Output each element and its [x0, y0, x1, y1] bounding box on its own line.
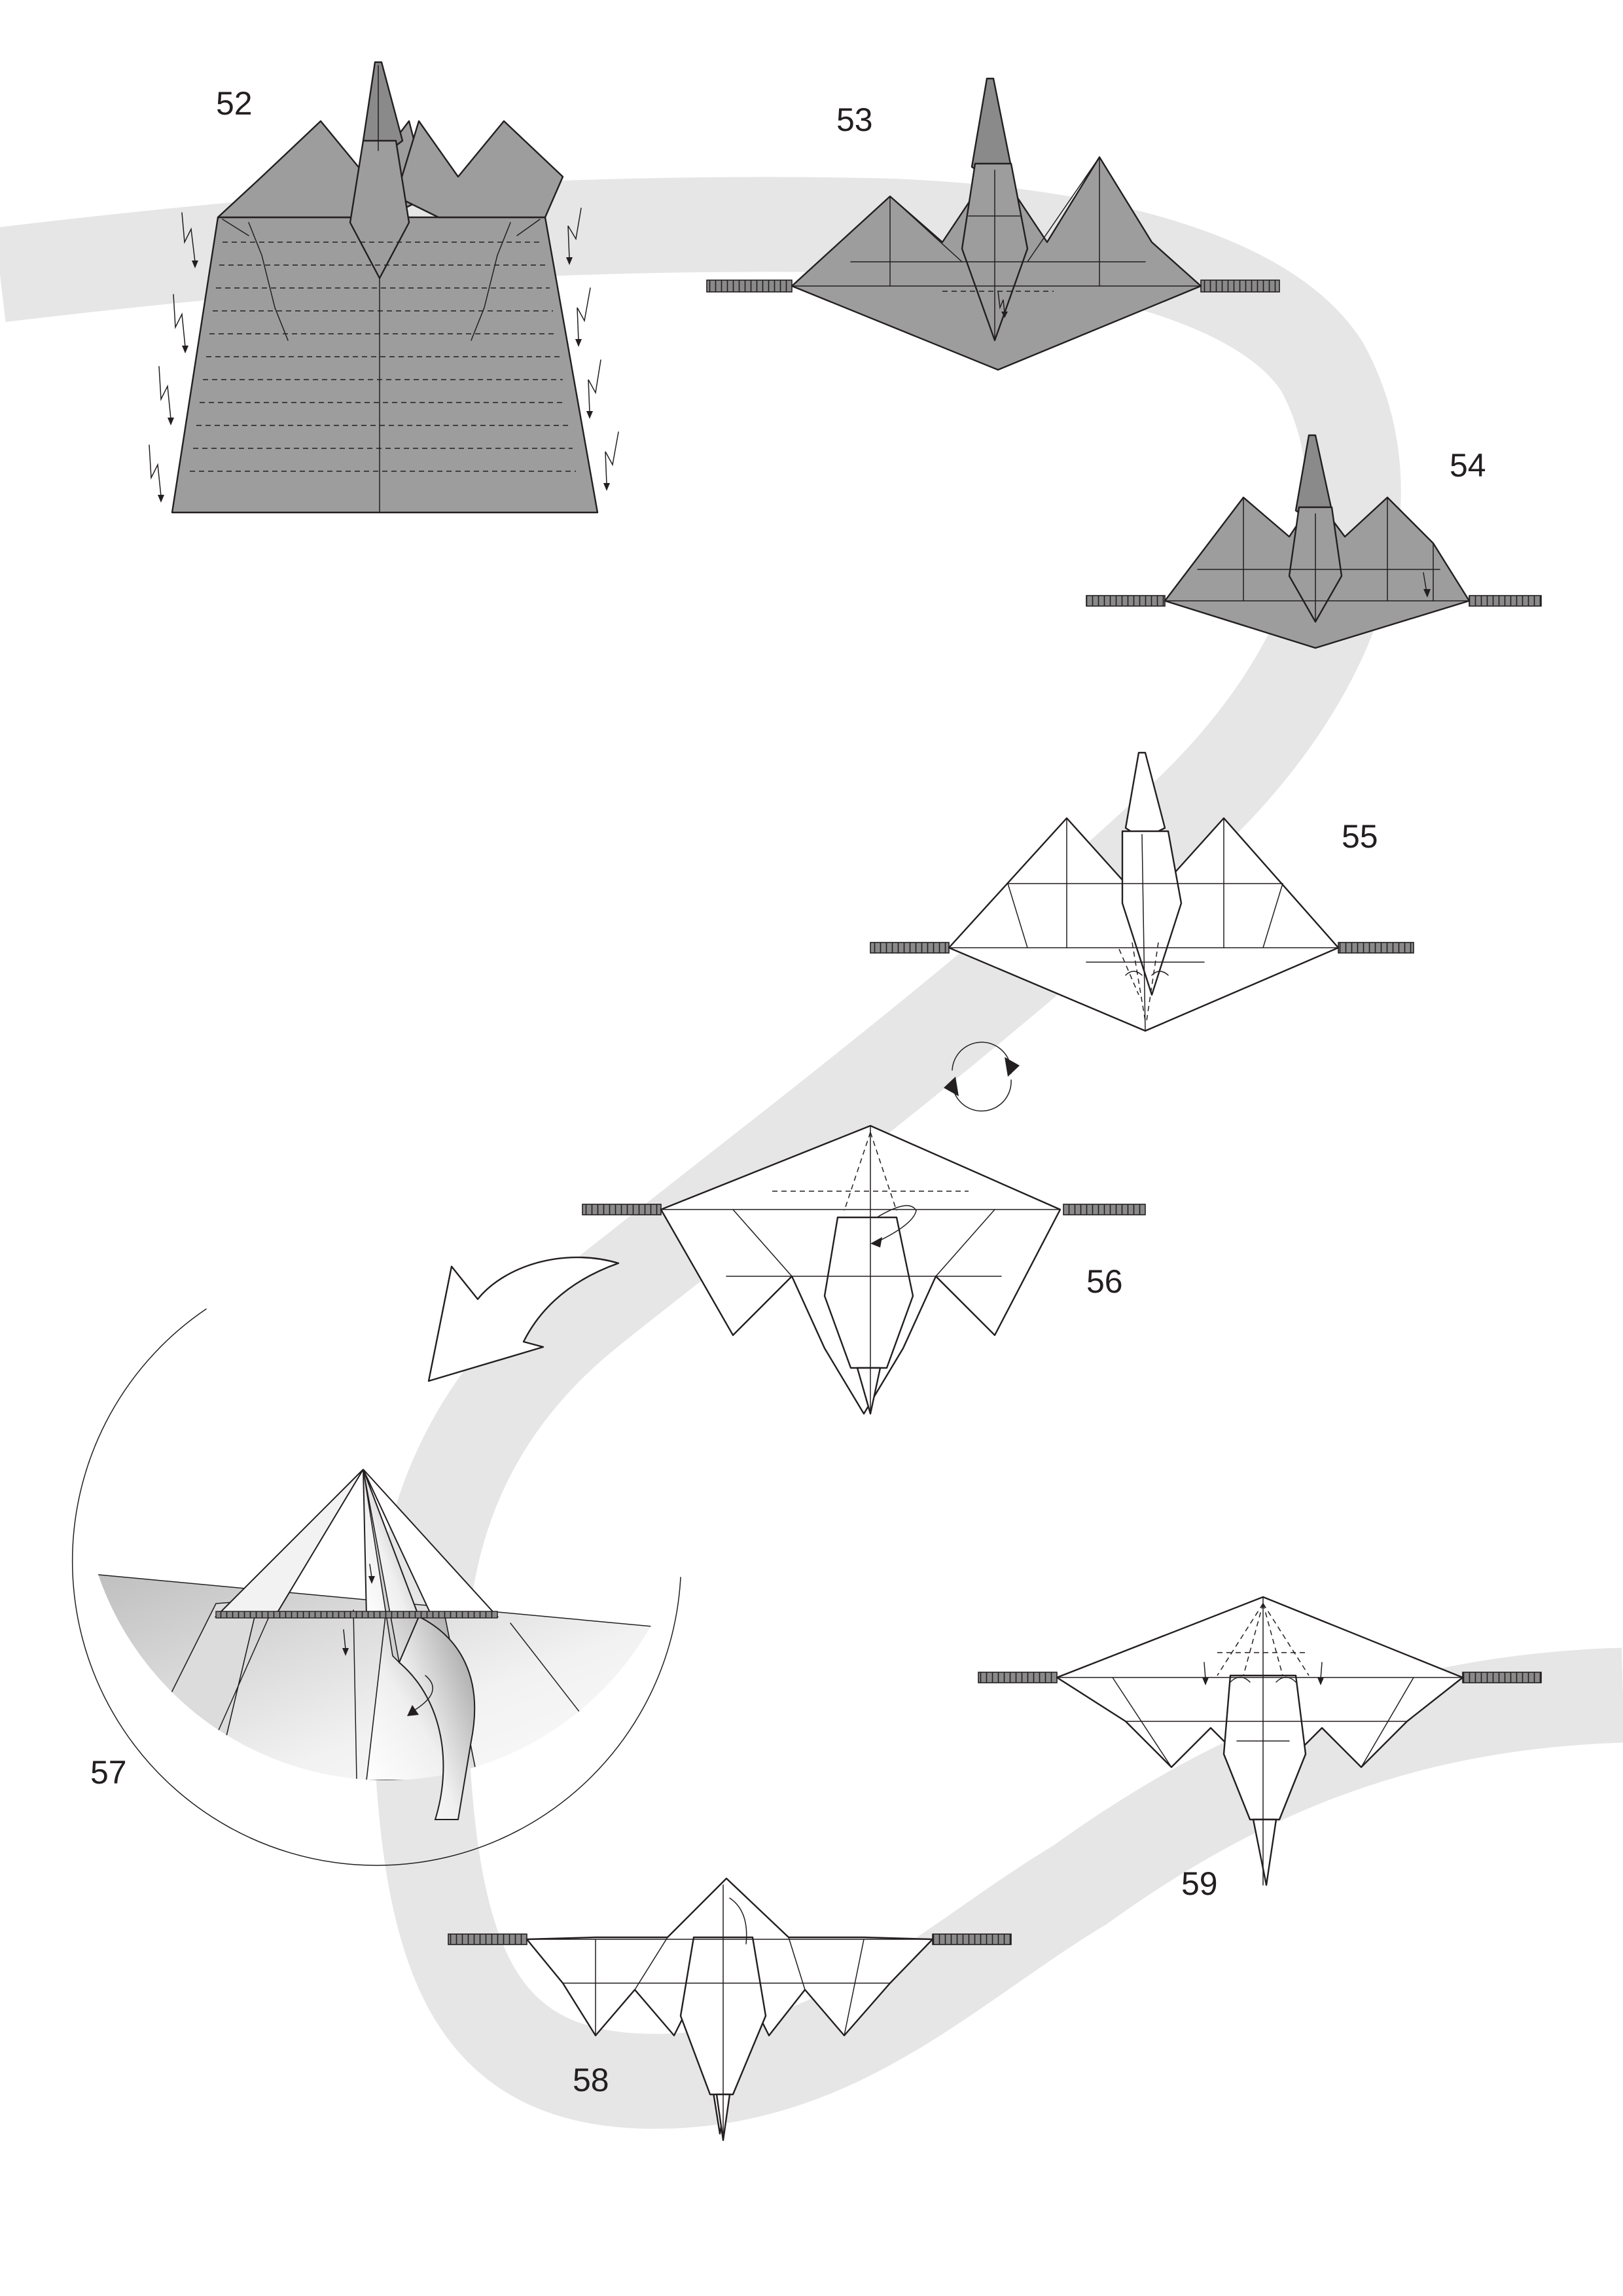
- zigzag-fold-arrow-icon: [181, 212, 198, 268]
- zigzag-fold-arrow-icon: [575, 287, 591, 347]
- zigzag-fold-arrow-icon: [149, 444, 164, 503]
- valley-fold-arrow-icon: [342, 1629, 349, 1656]
- sink-fold-arrows: [149, 207, 619, 503]
- valley-fold-arrow-icon: [1317, 1662, 1324, 1685]
- step-number-57: 57: [90, 1754, 127, 1791]
- zigzag-fold-arrow-icon: [173, 294, 188, 353]
- zigzag-fold-arrow-icon: [158, 366, 174, 425]
- step-58-model: [448, 1877, 1012, 2142]
- valley-fold-arrow-icon: [1423, 572, 1431, 598]
- zigzag-fold-arrow-icon: [586, 359, 601, 419]
- step-53-model: [706, 77, 1280, 371]
- zigzag-fold-arrow-icon: [566, 207, 582, 265]
- step-number-59: 59: [1181, 1865, 1218, 1902]
- step-56-model: [582, 1124, 1146, 1415]
- step-number-54: 54: [1450, 447, 1486, 484]
- step-number-58: 58: [573, 2062, 609, 2098]
- step-number-53: 53: [836, 101, 873, 138]
- step-number-55: 55: [1342, 818, 1378, 855]
- valley-fold-arrow-icon: [1202, 1662, 1209, 1685]
- zigzag-fold-arrow-icon: [603, 431, 619, 491]
- step-number-52: 52: [216, 85, 253, 122]
- valley-fold-arrow-icon: [368, 1564, 375, 1584]
- step-number-56: 56: [1086, 1263, 1123, 1300]
- curved-hollow-arrow-icon: [427, 1256, 620, 1382]
- valley-fold-arrow-icon: [997, 291, 1008, 318]
- turn-over-icon: [944, 1041, 1020, 1112]
- step-52-model: [171, 61, 599, 514]
- step-54-model: [1086, 434, 1542, 649]
- step-59-model: [978, 1596, 1542, 1886]
- step-55-model: [870, 751, 1414, 1032]
